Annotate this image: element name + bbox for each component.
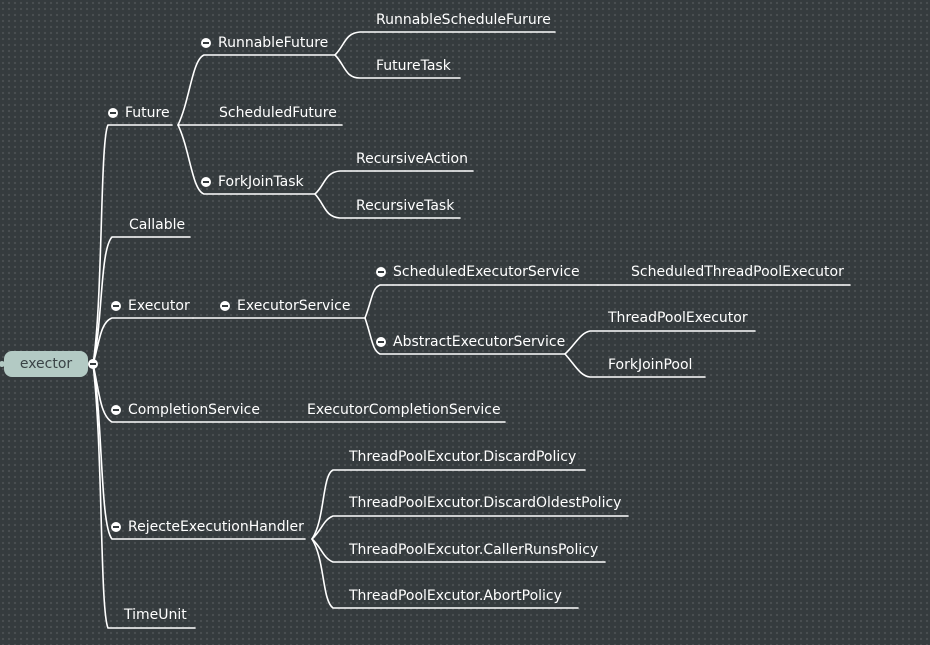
node-executor-service[interactable]: ExecutorService bbox=[220, 297, 350, 315]
collapse-icon[interactable] bbox=[220, 301, 230, 311]
node-discard-oldest-policy[interactable]: ThreadPoolExcutor.DiscardOldestPolicy bbox=[349, 494, 621, 512]
node-label: RunnableScheduleFurure bbox=[376, 12, 551, 28]
edge-aes-fjp bbox=[564, 353, 706, 378]
node-label: ScheduledFuture bbox=[219, 105, 337, 121]
node-label: FutureTask bbox=[376, 58, 451, 74]
edge-aes-tpe bbox=[564, 330, 756, 355]
node-callable[interactable]: Callable bbox=[129, 216, 185, 234]
node-label: ScheduledExecutorService bbox=[393, 264, 580, 280]
node-time-unit[interactable]: TimeUnit bbox=[124, 606, 187, 624]
node-label: CompletionService bbox=[128, 402, 260, 418]
root-anchor-dot bbox=[0, 361, 5, 367]
node-label: ForkJoinPool bbox=[608, 357, 693, 373]
node-runnable-schedule-furure[interactable]: RunnableScheduleFurure bbox=[376, 11, 551, 29]
edge-root-timeunit bbox=[92, 363, 196, 629]
node-scheduled-future[interactable]: ScheduledFuture bbox=[219, 104, 337, 122]
edge-reh-discard bbox=[311, 469, 586, 540]
node-future[interactable]: Future bbox=[108, 104, 170, 122]
node-label: ThreadPoolExcutor.CallerRunsPolicy bbox=[349, 542, 599, 558]
edge-es-ses bbox=[364, 284, 599, 319]
node-label: ForkJoinTask bbox=[218, 174, 304, 190]
edge-runnablefuture-futuretask bbox=[334, 54, 461, 79]
edge-reh-discardoldest bbox=[311, 515, 629, 540]
node-fork-join-task[interactable]: ForkJoinTask bbox=[201, 173, 304, 191]
node-recursive-action[interactable]: RecursiveAction bbox=[356, 150, 468, 168]
edge-future-forkjointask bbox=[177, 124, 316, 195]
collapse-icon[interactable] bbox=[111, 405, 121, 415]
node-executor[interactable]: Executor bbox=[111, 297, 190, 315]
root-collapse-icon[interactable] bbox=[88, 359, 98, 369]
node-label: ExecutorService bbox=[237, 298, 351, 314]
node-discard-policy[interactable]: ThreadPoolExcutor.DiscardPolicy bbox=[349, 448, 576, 466]
node-label: ThreadPoolExecutor bbox=[608, 310, 748, 326]
node-label: ThreadPoolExcutor.AbortPolicy bbox=[349, 588, 562, 604]
node-label: ScheduledThreadPoolExecutor bbox=[631, 264, 844, 280]
node-label: Future bbox=[125, 105, 170, 121]
node-label: ThreadPoolExcutor.DiscardOldestPolicy bbox=[349, 495, 622, 511]
edge-reh-abort bbox=[311, 538, 579, 609]
edge-root-rejecte bbox=[92, 363, 306, 540]
node-caller-runs-policy[interactable]: ThreadPoolExcutor.CallerRunsPolicy bbox=[349, 541, 598, 559]
edge-runnablefuture-rsf bbox=[334, 31, 556, 56]
node-label: RecursiveTask bbox=[356, 198, 455, 214]
collapse-icon[interactable] bbox=[376, 267, 386, 277]
root-node[interactable]: exector bbox=[4, 351, 88, 377]
node-executor-completion-service[interactable]: ExecutorCompletionService bbox=[307, 401, 501, 419]
node-abstract-executor-service[interactable]: AbstractExecutorService bbox=[376, 333, 565, 351]
collapse-icon[interactable] bbox=[376, 337, 386, 347]
node-label: RejecteExecutionHandler bbox=[128, 519, 304, 535]
node-abort-policy[interactable]: ThreadPoolExcutor.AbortPolicy bbox=[349, 587, 562, 605]
node-rejecte-execution-handler[interactable]: RejecteExecutionHandler bbox=[111, 518, 304, 536]
edge-forkjointask-rt bbox=[314, 193, 461, 219]
node-label: Callable bbox=[129, 217, 186, 233]
node-scheduled-executor-service[interactable]: ScheduledExecutorService bbox=[376, 263, 580, 281]
node-label: RecursiveAction bbox=[356, 151, 468, 167]
node-thread-pool-executor[interactable]: ThreadPoolExecutor bbox=[608, 309, 748, 327]
collapse-icon[interactable] bbox=[111, 301, 121, 311]
collapse-icon[interactable] bbox=[111, 522, 121, 532]
node-runnable-future[interactable]: RunnableFuture bbox=[201, 34, 328, 52]
node-recursive-task[interactable]: RecursiveTask bbox=[356, 197, 454, 215]
collapse-icon[interactable] bbox=[108, 108, 118, 118]
node-label: AbstractExecutorService bbox=[393, 334, 566, 350]
edge-future-runnablefuture bbox=[177, 54, 336, 126]
edge-reh-callerruns bbox=[311, 538, 606, 563]
node-label: Executor bbox=[128, 298, 190, 314]
collapse-icon[interactable] bbox=[201, 177, 211, 187]
edge-root-future bbox=[92, 124, 173, 365]
node-label: ExecutorCompletionService bbox=[307, 402, 501, 418]
node-label: TimeUnit bbox=[124, 607, 187, 623]
edge-root-callable bbox=[92, 236, 191, 365]
collapse-icon[interactable] bbox=[201, 38, 211, 48]
edge-forkjointask-ra bbox=[314, 170, 474, 195]
node-label: ThreadPoolExcutor.DiscardPolicy bbox=[349, 449, 577, 465]
edge-es-aes bbox=[364, 317, 566, 355]
node-fork-join-pool[interactable]: ForkJoinPool bbox=[608, 356, 692, 374]
node-label: RunnableFuture bbox=[218, 35, 329, 51]
node-future-task[interactable]: FutureTask bbox=[376, 57, 451, 75]
node-completion-service[interactable]: CompletionService bbox=[111, 401, 260, 419]
node-scheduled-thread-pool-executor[interactable]: ScheduledThreadPoolExecutor bbox=[631, 263, 844, 281]
edge-root-executor bbox=[92, 317, 194, 365]
